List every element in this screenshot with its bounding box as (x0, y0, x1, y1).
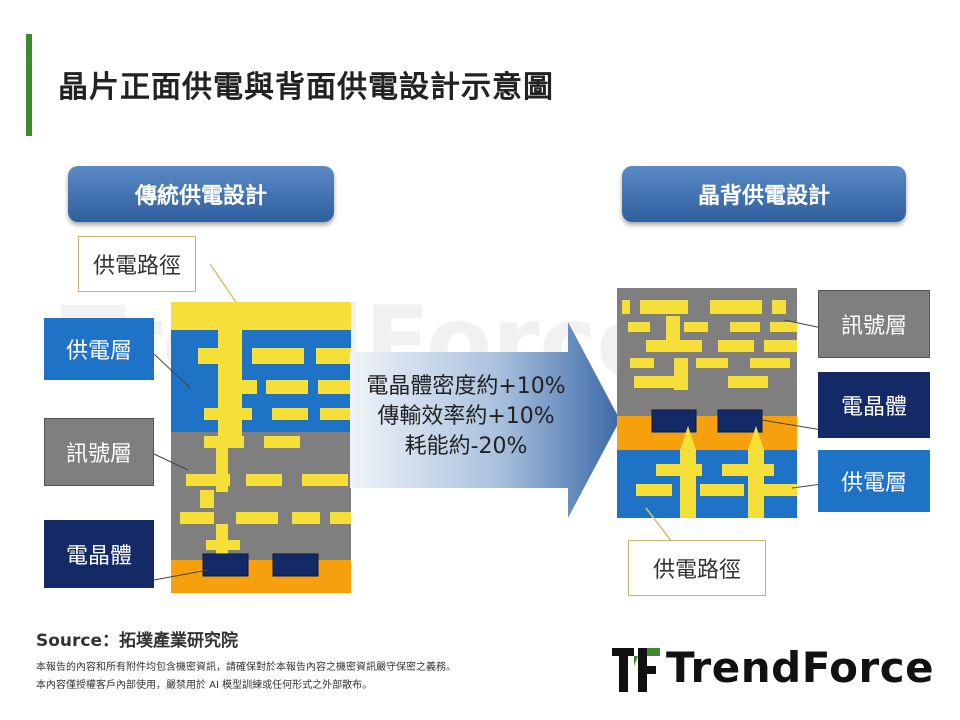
trendforce-logo-text: TrendForce (666, 643, 935, 692)
label-power-layer-right: 供電層 (818, 450, 930, 512)
label-power-path-right: 供電路徑 (628, 540, 766, 596)
label-transistor-left: 電晶體 (44, 520, 154, 588)
arrow-benefits: 電晶體密度約+10% 傳輸效率約+10% 耗能約-20% (346, 372, 586, 462)
transistor-block (272, 553, 319, 577)
transistor-block (202, 553, 249, 577)
label-signal-layer-left: 訊號層 (44, 418, 154, 486)
label-transistor-right: 電晶體 (818, 372, 930, 438)
trendforce-logo-icon (612, 648, 660, 692)
traditional-diagram (153, 263, 351, 593)
backside-diagram (617, 288, 823, 543)
benefit-efficiency: 傳輸效率約+10% (377, 404, 555, 429)
label-power-layer-left: 供電層 (44, 318, 154, 380)
accent-bar (26, 34, 32, 136)
label-signal-layer-right: 訊號層 (818, 290, 930, 358)
benefit-power: 耗能約-20% (404, 434, 528, 459)
signal-layer-region (171, 432, 351, 560)
power-wires (171, 302, 351, 442)
power-wires (636, 426, 797, 518)
disclaimer-line-2: 本內容僅授權客戶內部使用，嚴禁用於 AI 模型訓練或任何形式之外部散布。 (36, 680, 373, 691)
substrate-region (617, 416, 797, 450)
page-title: 晶片正面供電與背面供電設計示意圖 (58, 70, 554, 105)
transistor-block (717, 409, 763, 433)
signal-wires (180, 436, 351, 558)
comparison-arrow (350, 322, 620, 518)
benefit-density: 電晶體密度約+10% (366, 374, 566, 399)
source-note: Source：拓墣產業研究院 (36, 631, 239, 651)
transistor-block (651, 409, 697, 433)
header-backside: 晶背供電設計 (622, 166, 906, 222)
signal-wires (622, 300, 797, 390)
disclaimer-line-1: 本報告的內容和所有附件均包含機密資訊，請確保對於本報告內容之機密資訊嚴守保密之義… (36, 662, 456, 673)
substrate-region (171, 560, 351, 593)
label-power-path-left: 供電路徑 (78, 236, 196, 292)
header-traditional: 傳統供電設計 (68, 166, 334, 222)
